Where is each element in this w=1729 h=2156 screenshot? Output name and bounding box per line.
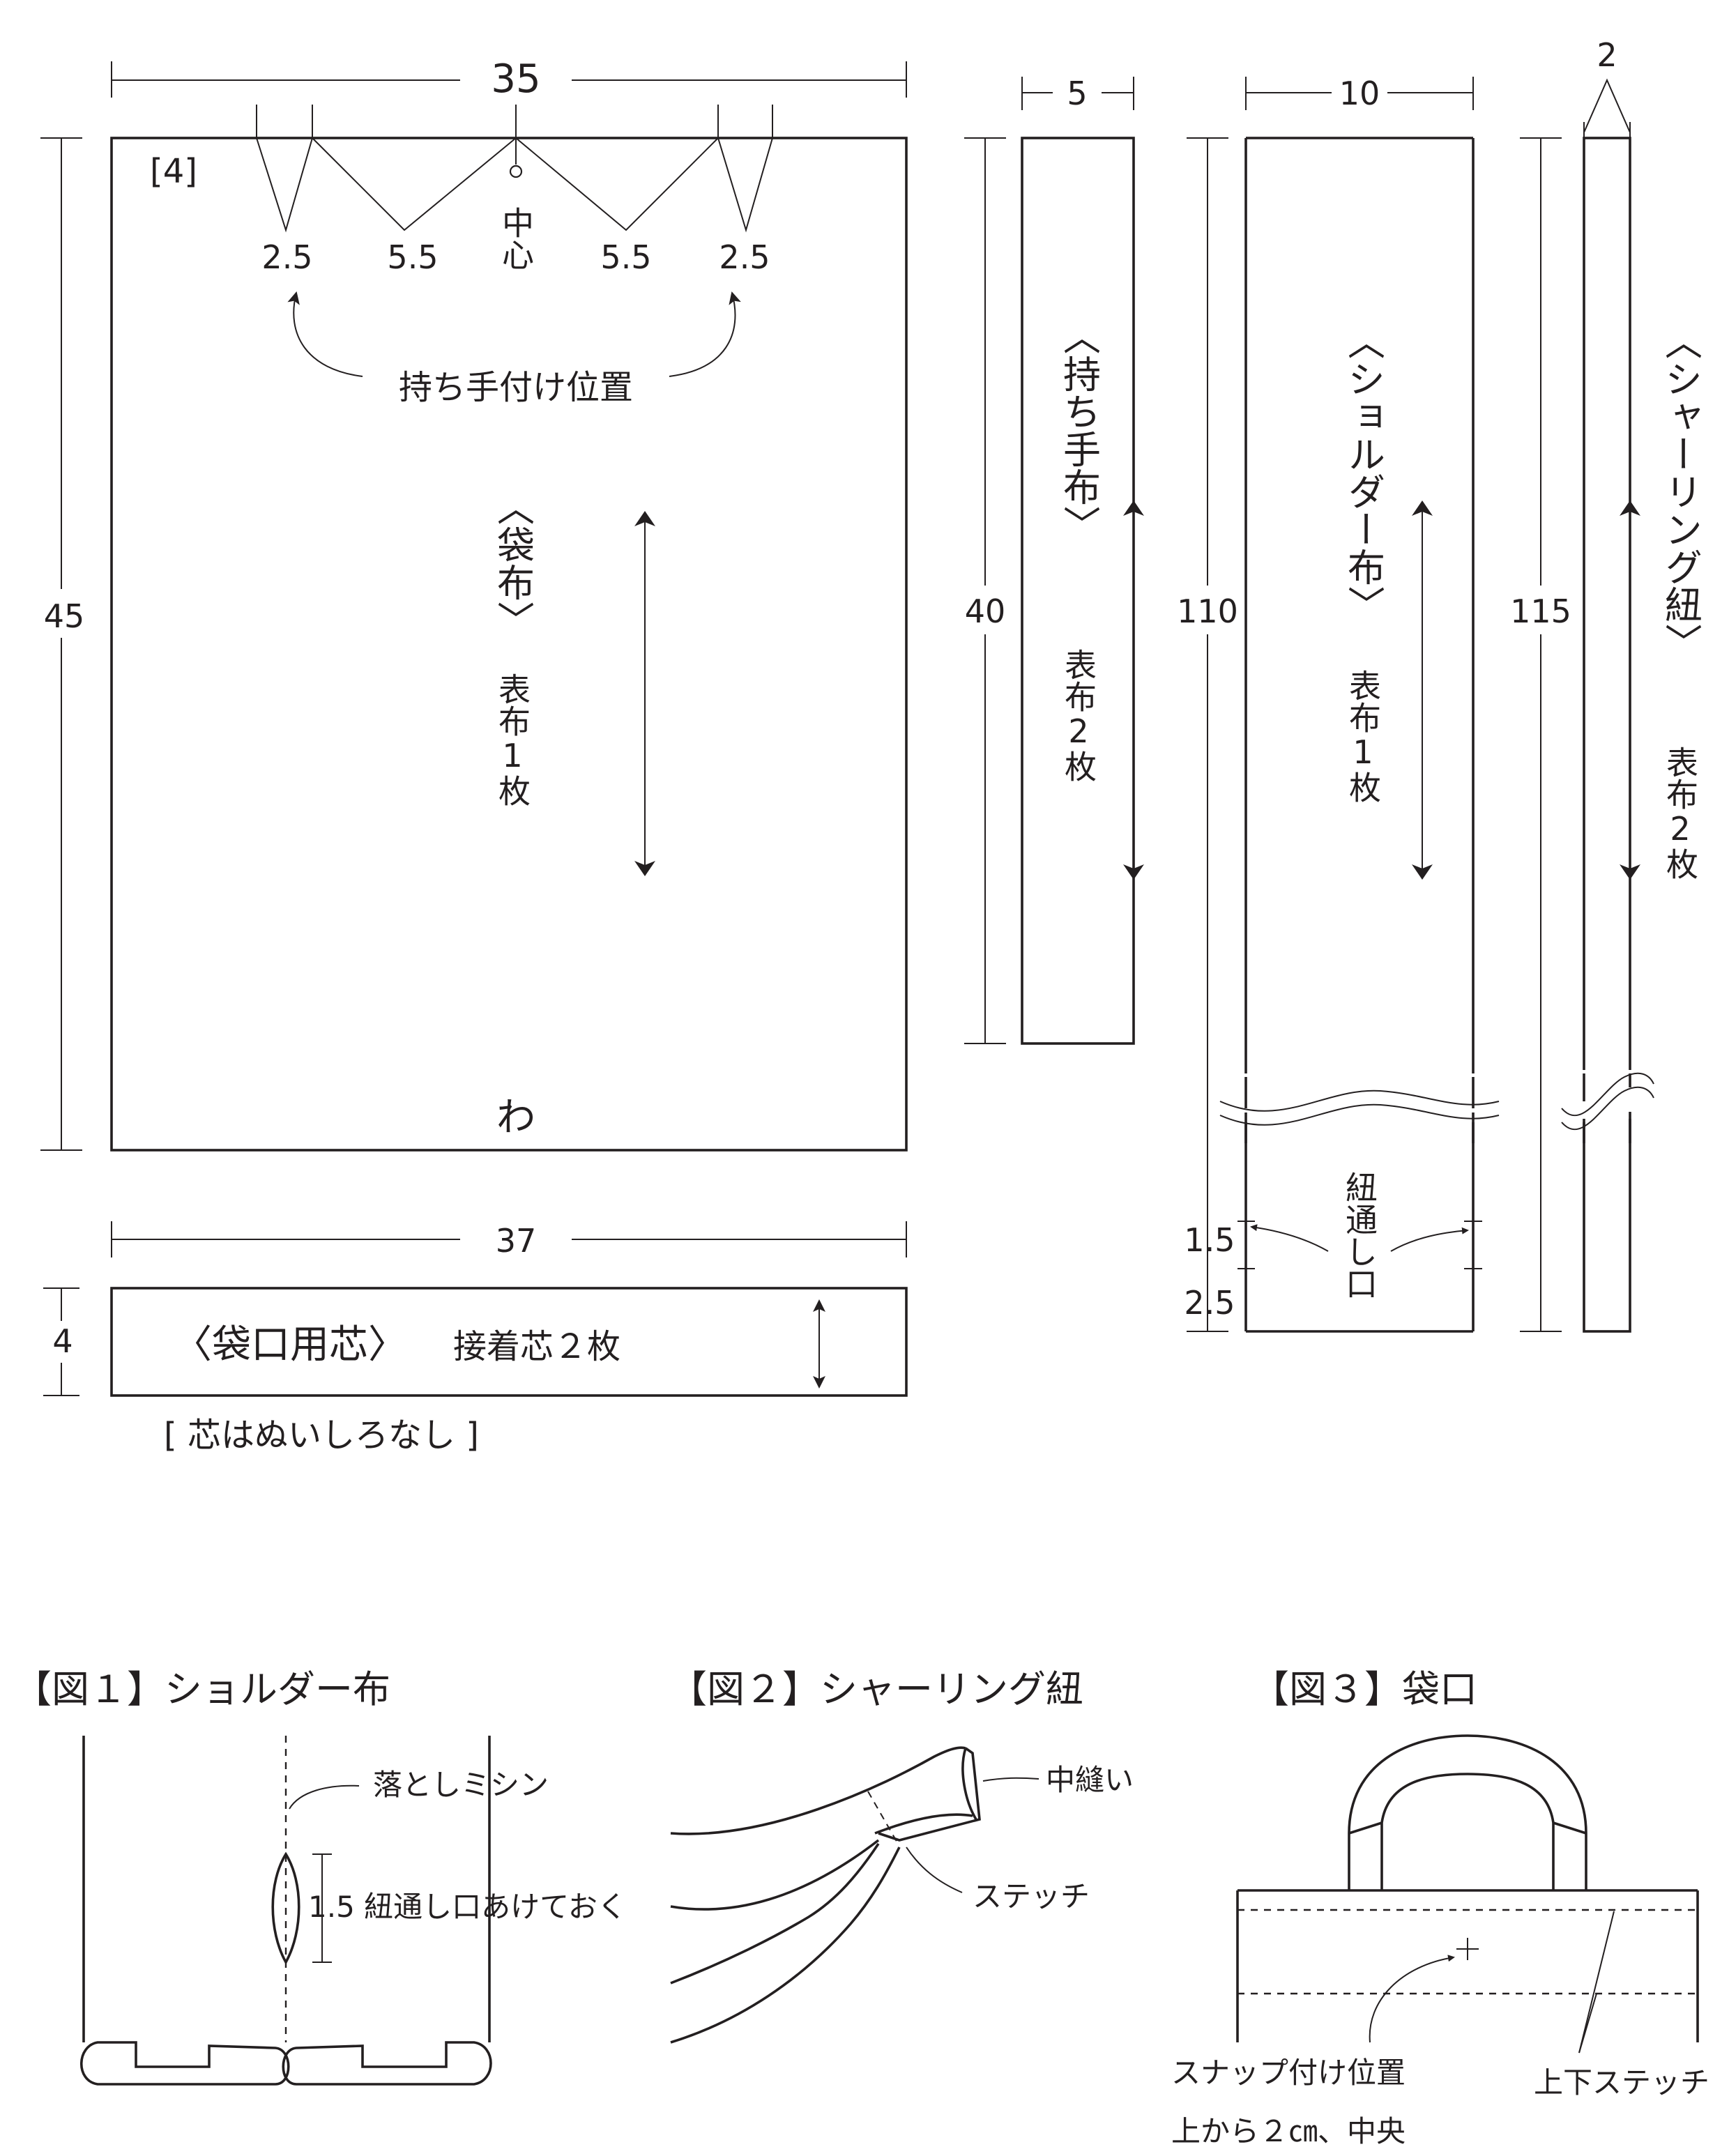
figure-2-shirring-cord: 【図２】シャーリング紐 中縫い ステッチ [669,1667,1134,2044]
fig1-opening-label: 1.5 紐通し口あけておく [308,1890,627,1924]
fig2-cord-top [670,1746,966,1835]
handle-cloth-piece: 5 40 〈持ち手布〉 表布2枚 [962,70,1144,1045]
bottom-dim-label: 2.5 [1184,1284,1235,1322]
fig2-cord-bottom [670,1847,901,2044]
pleat-left-small [256,137,313,233]
opening-dim-label: 1.5 [1184,1221,1235,1259]
handle-cloth-count: 表布2枚 [1060,648,1097,782]
fig1-roll-left [80,2041,290,2086]
pleat-mark-5: 2.5 [719,238,770,276]
interfacing-piece: 37 4 〈袋口用芯〉 接着芯２枚 [ 芯はぬいしろなし ] [42,1218,908,1455]
fig2-seam-label: 中縫い [1046,1763,1134,1797]
fig1-roll-right [282,2041,492,2086]
shirring-cord-piece: 2 115 〈シャーリング紐〉 表布2枚 [1506,36,1703,1333]
pleat-right-small [717,137,773,233]
shirring-cord-outline [1583,137,1631,1333]
fold-label: わ [496,1095,535,1140]
break-wave [1219,1090,1500,1112]
figure-1-shoulder-cloth: 【図１】ショルダー布 落としミシン 1.5 紐通し口あけておく [14,1667,627,2086]
handle-height-label: 40 [965,592,1006,630]
fig2-stitch-dashes [867,1791,899,1844]
bag-count: 表布1枚 [494,673,531,806]
cord-opening-label: 紐通し口 [1341,1171,1378,1299]
fig2-cord-lower [670,1843,880,1985]
fig3-snap-label-2: 上から２㎝、中央 [1171,2114,1406,2148]
fig1-stitch-label: 落としミシン [373,1768,549,1802]
bag-width-label: 35 [491,56,540,102]
bag-title: 〈袋布〉 [491,488,535,639]
fig3-snap-label-1: スナップ付け位置 [1171,2056,1406,2090]
interfacing-height-label: 4 [52,1322,73,1360]
shoulder-cloth-title: 〈ショルダー布〉 [1341,322,1385,623]
pleat-mark-4: 5.5 [600,238,651,276]
handle-cloth-title: 〈持ち手布〉 [1057,317,1101,543]
handle-position-arrow-left [287,291,363,377]
interfacing-outline [110,1287,908,1397]
bag-piece: 35 45 [4] 2.5 5.5 中心 5.5 2.5 持ち手付け位置 〈袋布… [35,56,908,1152]
bag-piece-tag: [4] [150,152,197,191]
pleat-left-large [312,137,517,231]
handle-position-arrow-right [669,291,741,377]
fig2-stitch-label: ステッチ [973,1879,1090,1913]
figure-2-title: 【図２】シャーリング紐 [669,1667,1083,1711]
handle-width-label: 5 [1067,75,1087,112]
figure-3-title: 【図３】袋口 [1251,1667,1477,1711]
interfacing-width-label: 37 [496,1222,537,1260]
bag-height-label: 45 [44,597,85,635]
figure-1-title: 【図１】ショルダー布 [14,1667,390,1711]
pleat-mark-2: 5.5 [387,238,438,276]
fig3-handle-outer [1348,1734,1587,1890]
cord-break-wave [1561,1072,1654,1117]
fig3-stitch-label: 上下ステッチ [1534,2065,1709,2100]
cord-height-label: 115 [1510,592,1571,630]
interfacing-note: [ 芯はぬいしろなし ] [164,1416,479,1455]
bag-outline [110,137,908,1152]
shoulder-width-label: 10 [1339,75,1380,112]
handle-cloth-outline [1021,137,1135,1045]
shoulder-height-label: 110 [1177,592,1238,630]
interfacing-title: 〈袋口用芯〉 [173,1322,407,1368]
interfacing-count: 接着芯２枚 [453,1327,620,1366]
center-label: 中心 [497,206,535,270]
figure-3-bag-opening: 【図３】袋口 スナップ付け位置 上から２㎝、中央 上下ステッチ [1171,1667,1709,2148]
shirring-cord-title: 〈シャーリング紐〉 [1659,322,1703,661]
fig1-opening-icon [271,1851,300,1965]
cord-width-label: 2 [1597,36,1617,74]
shirring-cord-count: 表布2枚 [1661,746,1699,880]
fig3-handle-inner [1380,1773,1555,1890]
shoulder-cloth-piece: 10 110 〈ショルダー布〉 表布1枚 紐通し口 1.5 2.5 [1171,70,1500,1333]
center-mark-icon [509,165,523,178]
pleat-mark-1: 2.5 [261,238,312,276]
fig2-cord-middle [670,1839,880,1911]
shoulder-cloth-count: 表布1枚 [1344,669,1382,803]
pleat-right-large [515,137,719,231]
handle-position-label: 持ち手付け位置 [399,368,633,407]
